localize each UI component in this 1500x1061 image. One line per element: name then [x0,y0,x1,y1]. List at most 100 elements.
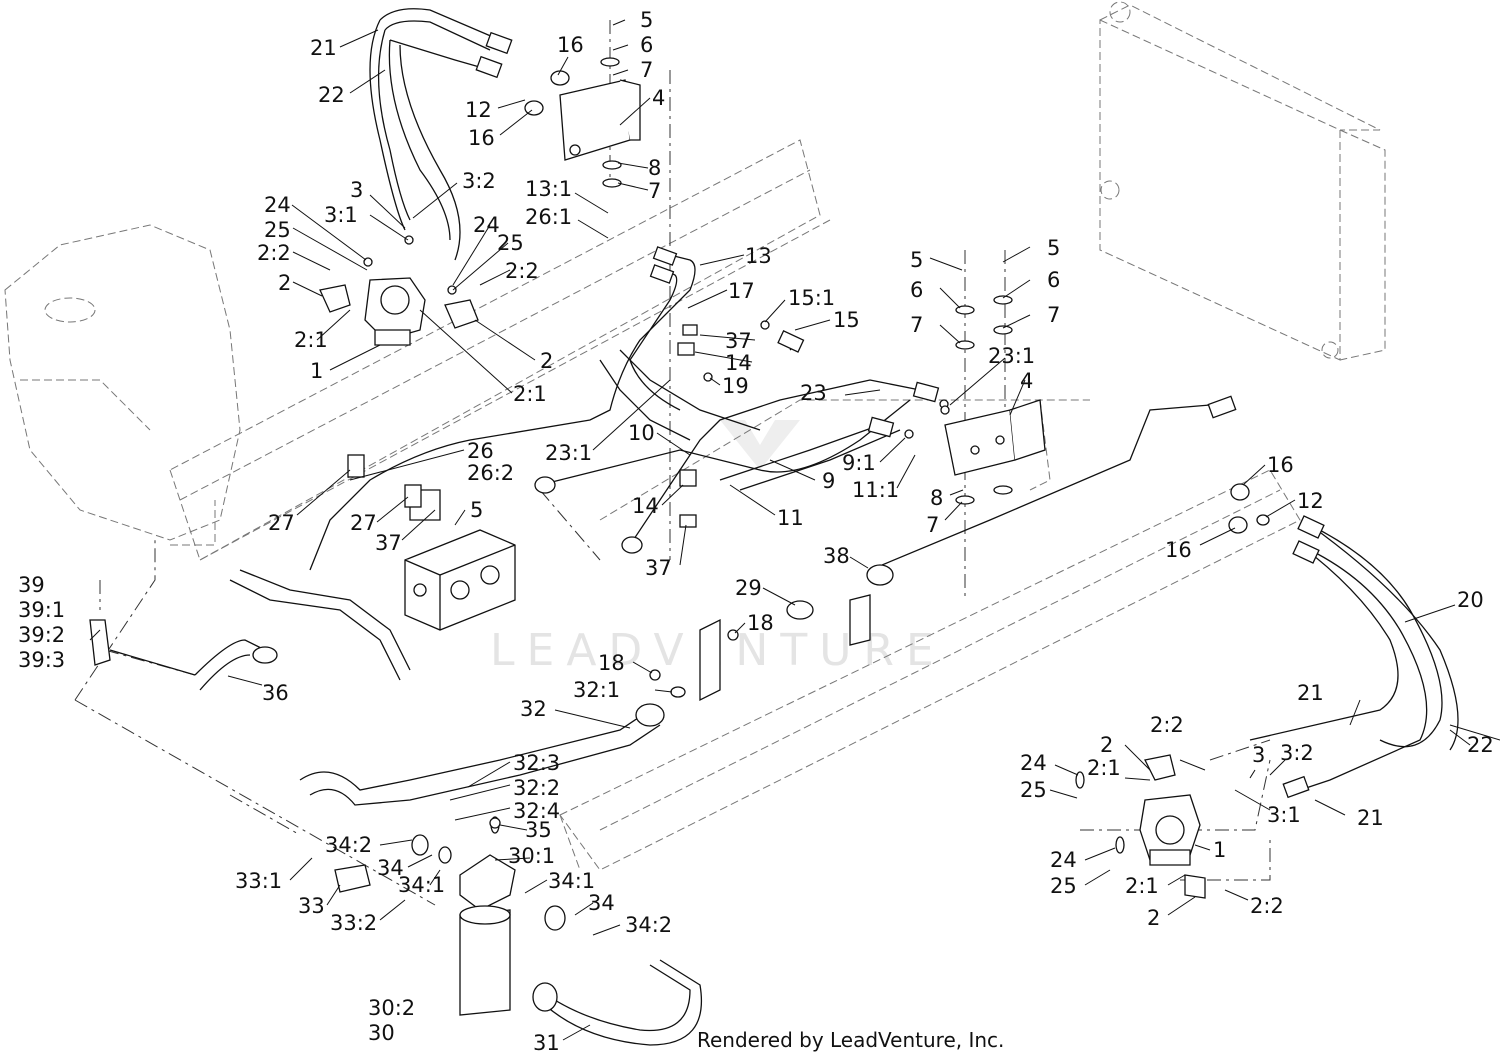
callout: 39 [18,573,45,597]
callout: 16 [468,126,495,150]
upper-hoses [369,8,513,261]
callout: 7 [926,513,939,537]
callout: 23:1 [988,344,1035,368]
callout: 4 [1020,369,1033,393]
callout: 12 [465,98,492,122]
callout: 32:3 [513,751,560,775]
callout: 19 [722,374,749,398]
callout: 2 [1100,733,1113,757]
callout: 38 [823,544,850,568]
callout: 11:1 [852,478,899,502]
callout: 32:1 [573,678,620,702]
callout: 6 [640,33,653,57]
callout: 37 [645,556,672,580]
callout: 3:1 [1267,803,1301,827]
callout: 34:1 [398,873,445,897]
callout: 6 [910,278,923,302]
chassis-frame [169,139,1301,871]
footer-credit: Rendered by LeadVenture, Inc. [697,1028,1004,1052]
callout: 24 [1050,848,1077,872]
callout: 25 [497,231,524,255]
callout: 7 [1047,303,1060,327]
callout: 5 [470,498,483,522]
leader-lines [89,19,1500,1041]
filter-assembly [299,703,702,1046]
callout: 22 [318,83,345,107]
callout: 1 [1213,838,1226,862]
callout: 23 [800,381,827,405]
control-valve [404,489,516,631]
callout: 9:1 [842,451,876,475]
callout: 3 [1252,743,1265,767]
callout: 22 [1467,733,1494,757]
callout: 21 [1297,681,1324,705]
callout: 39:3 [18,648,65,672]
upper-motor-assembly [319,235,479,346]
callout: 37 [725,329,752,353]
small-hardware [347,320,950,829]
callout: 2:1 [1087,756,1121,780]
callout: 39:2 [18,623,65,647]
callout: 20 [1457,588,1484,612]
callout: 21 [310,36,337,60]
callout: 7 [648,179,661,203]
callout: 2:2 [257,241,291,265]
callout: 34:2 [325,833,372,857]
callout: 8 [648,156,661,180]
callout: 26:2 [467,461,514,485]
callout: 13 [745,244,772,268]
callout: 7 [640,58,653,82]
callout: 33:2 [330,911,377,935]
callout: 24 [473,213,500,237]
callout: 24 [1020,751,1047,775]
callout: 34 [377,856,404,880]
callout: 37 [375,531,402,555]
callout: 3:2 [462,169,496,193]
middle-bracket [944,295,1046,505]
callout: 4 [652,86,665,110]
callout: 15:1 [788,286,835,310]
callout: 35 [525,818,552,842]
callout: 10 [628,421,655,445]
callout: 3 [350,178,363,202]
callout: 14 [725,351,752,375]
callout: 26:1 [525,205,572,229]
callout: 3:1 [324,203,358,227]
callout: 1 [310,359,323,383]
callout: 16 [1267,453,1294,477]
callout: 8 [930,486,943,510]
right-hoses [1228,483,1459,799]
callout: 2 [1147,906,1160,930]
callout: 18 [747,611,774,635]
callout: 15 [833,308,860,332]
callout: 24 [264,193,291,217]
left-hose-assembly [89,569,411,691]
callout: 13:1 [525,177,572,201]
callout: 16 [557,33,584,57]
callout: 2:1 [294,328,328,352]
callout: 25 [264,218,291,242]
callout: 17 [728,279,755,303]
callout: 2:2 [1250,894,1284,918]
callout: 2 [540,349,553,373]
callout: 34:2 [625,913,672,937]
callout: 27 [268,511,295,535]
callout: 30:2 [368,996,415,1020]
upper-bracket [524,57,641,188]
callout: 34 [588,891,615,915]
callout: 26 [467,439,494,463]
callout: 3:2 [1280,741,1314,765]
callout: 9 [822,469,835,493]
callout: 36 [262,681,289,705]
callout: 5 [910,248,923,272]
callout: 21 [1357,806,1384,830]
callout: 12 [1297,489,1324,513]
callout: 14 [632,494,659,518]
callout: 16 [1165,538,1192,562]
callout: 2:1 [1125,874,1159,898]
callout: 5 [640,8,653,32]
callout: 5 [1047,236,1060,260]
callout: 23:1 [545,441,592,465]
callout: 11 [777,506,804,530]
